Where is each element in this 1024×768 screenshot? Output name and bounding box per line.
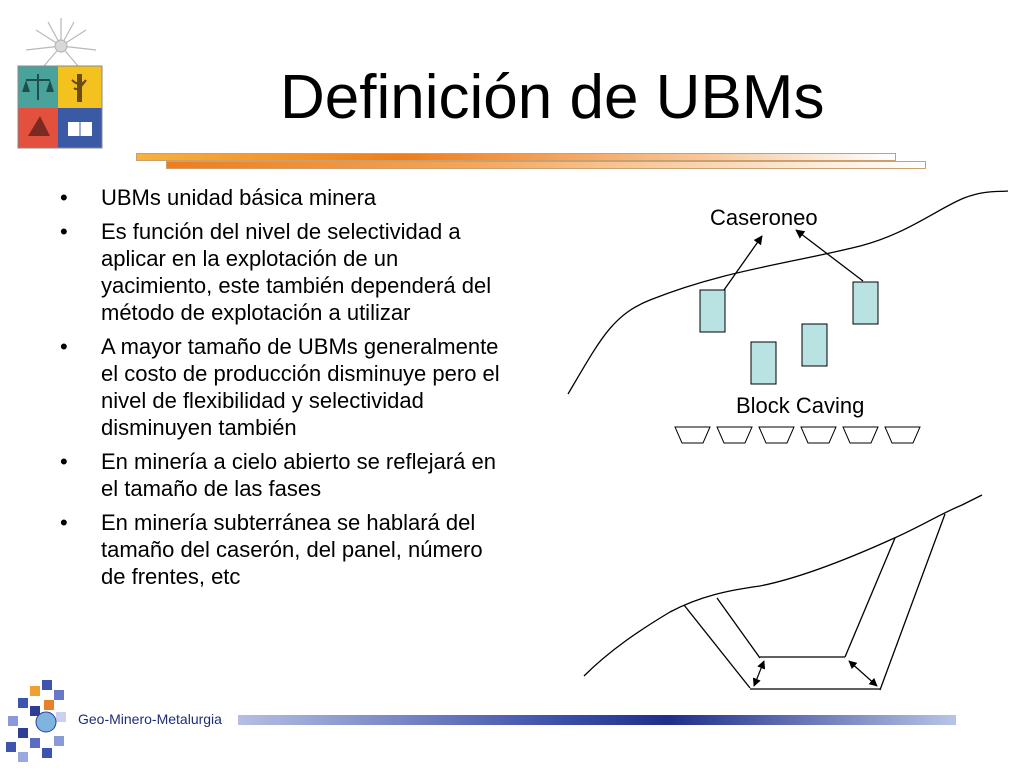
block-caving-label: Block Caving bbox=[736, 393, 865, 418]
bullet-item: • UBMs unidad básica minera bbox=[56, 184, 506, 211]
bullet-text: A mayor tamaño de UBMs generalmente el c… bbox=[101, 334, 500, 440]
block-caving-drawpoints bbox=[674, 426, 921, 444]
slide-title: Definición de UBMs bbox=[280, 63, 825, 132]
stope-block bbox=[801, 323, 828, 367]
title-underline-bar bbox=[136, 153, 896, 161]
bullet-text: UBMs unidad básica minera bbox=[101, 185, 377, 210]
university-logo bbox=[17, 18, 103, 149]
caseroneo-label: Caseroneo bbox=[710, 205, 818, 230]
arrow-to-stope-right bbox=[795, 229, 864, 282]
bullet-item: • En minería subterránea se hablará del … bbox=[56, 509, 506, 590]
bullet-symbol: • bbox=[60, 219, 68, 244]
bullet-symbol: • bbox=[60, 449, 68, 474]
stope-block bbox=[852, 281, 879, 325]
bullet-symbol: • bbox=[60, 185, 68, 210]
bullet-text: En minería a cielo abierto se reflejará … bbox=[101, 449, 496, 501]
pit-width-arrow bbox=[752, 660, 766, 687]
bullet-item: • En minería a cielo abierto se reflejar… bbox=[56, 448, 506, 502]
bullet-list: • UBMs unidad básica minera • Es función… bbox=[56, 184, 506, 597]
open-pit-walls bbox=[683, 513, 946, 691]
footer-bar bbox=[238, 715, 956, 725]
title-underline-bar-shadow bbox=[166, 161, 926, 169]
bullet-item: • Es función del nivel de selectividad a… bbox=[56, 218, 506, 326]
stope-block bbox=[699, 289, 726, 333]
arrow-to-stope-left bbox=[723, 235, 763, 291]
pit-width-arrow bbox=[848, 660, 878, 687]
bullet-symbol: • bbox=[60, 334, 68, 359]
terrain-surface-line bbox=[567, 190, 1009, 395]
mining-diagram bbox=[567, 190, 1009, 691]
bullet-text: Es función del nivel de selectividad a a… bbox=[101, 219, 492, 325]
shield-icon bbox=[17, 65, 103, 149]
bullet-item: • A mayor tamaño de UBMs generalmente el… bbox=[56, 333, 506, 441]
open-pit-terrain-line bbox=[583, 494, 983, 677]
star-icon bbox=[25, 18, 97, 67]
geo-minero-metalurgia-logo bbox=[6, 680, 66, 762]
pixel-mosaic-icon bbox=[6, 680, 66, 762]
footer-brand-text: Geo-Minero-Metalurgia bbox=[78, 711, 222, 727]
bullet-text: En minería subterránea se hablará del ta… bbox=[101, 510, 483, 589]
bullet-symbol: • bbox=[60, 510, 68, 535]
stope-block bbox=[750, 341, 777, 385]
